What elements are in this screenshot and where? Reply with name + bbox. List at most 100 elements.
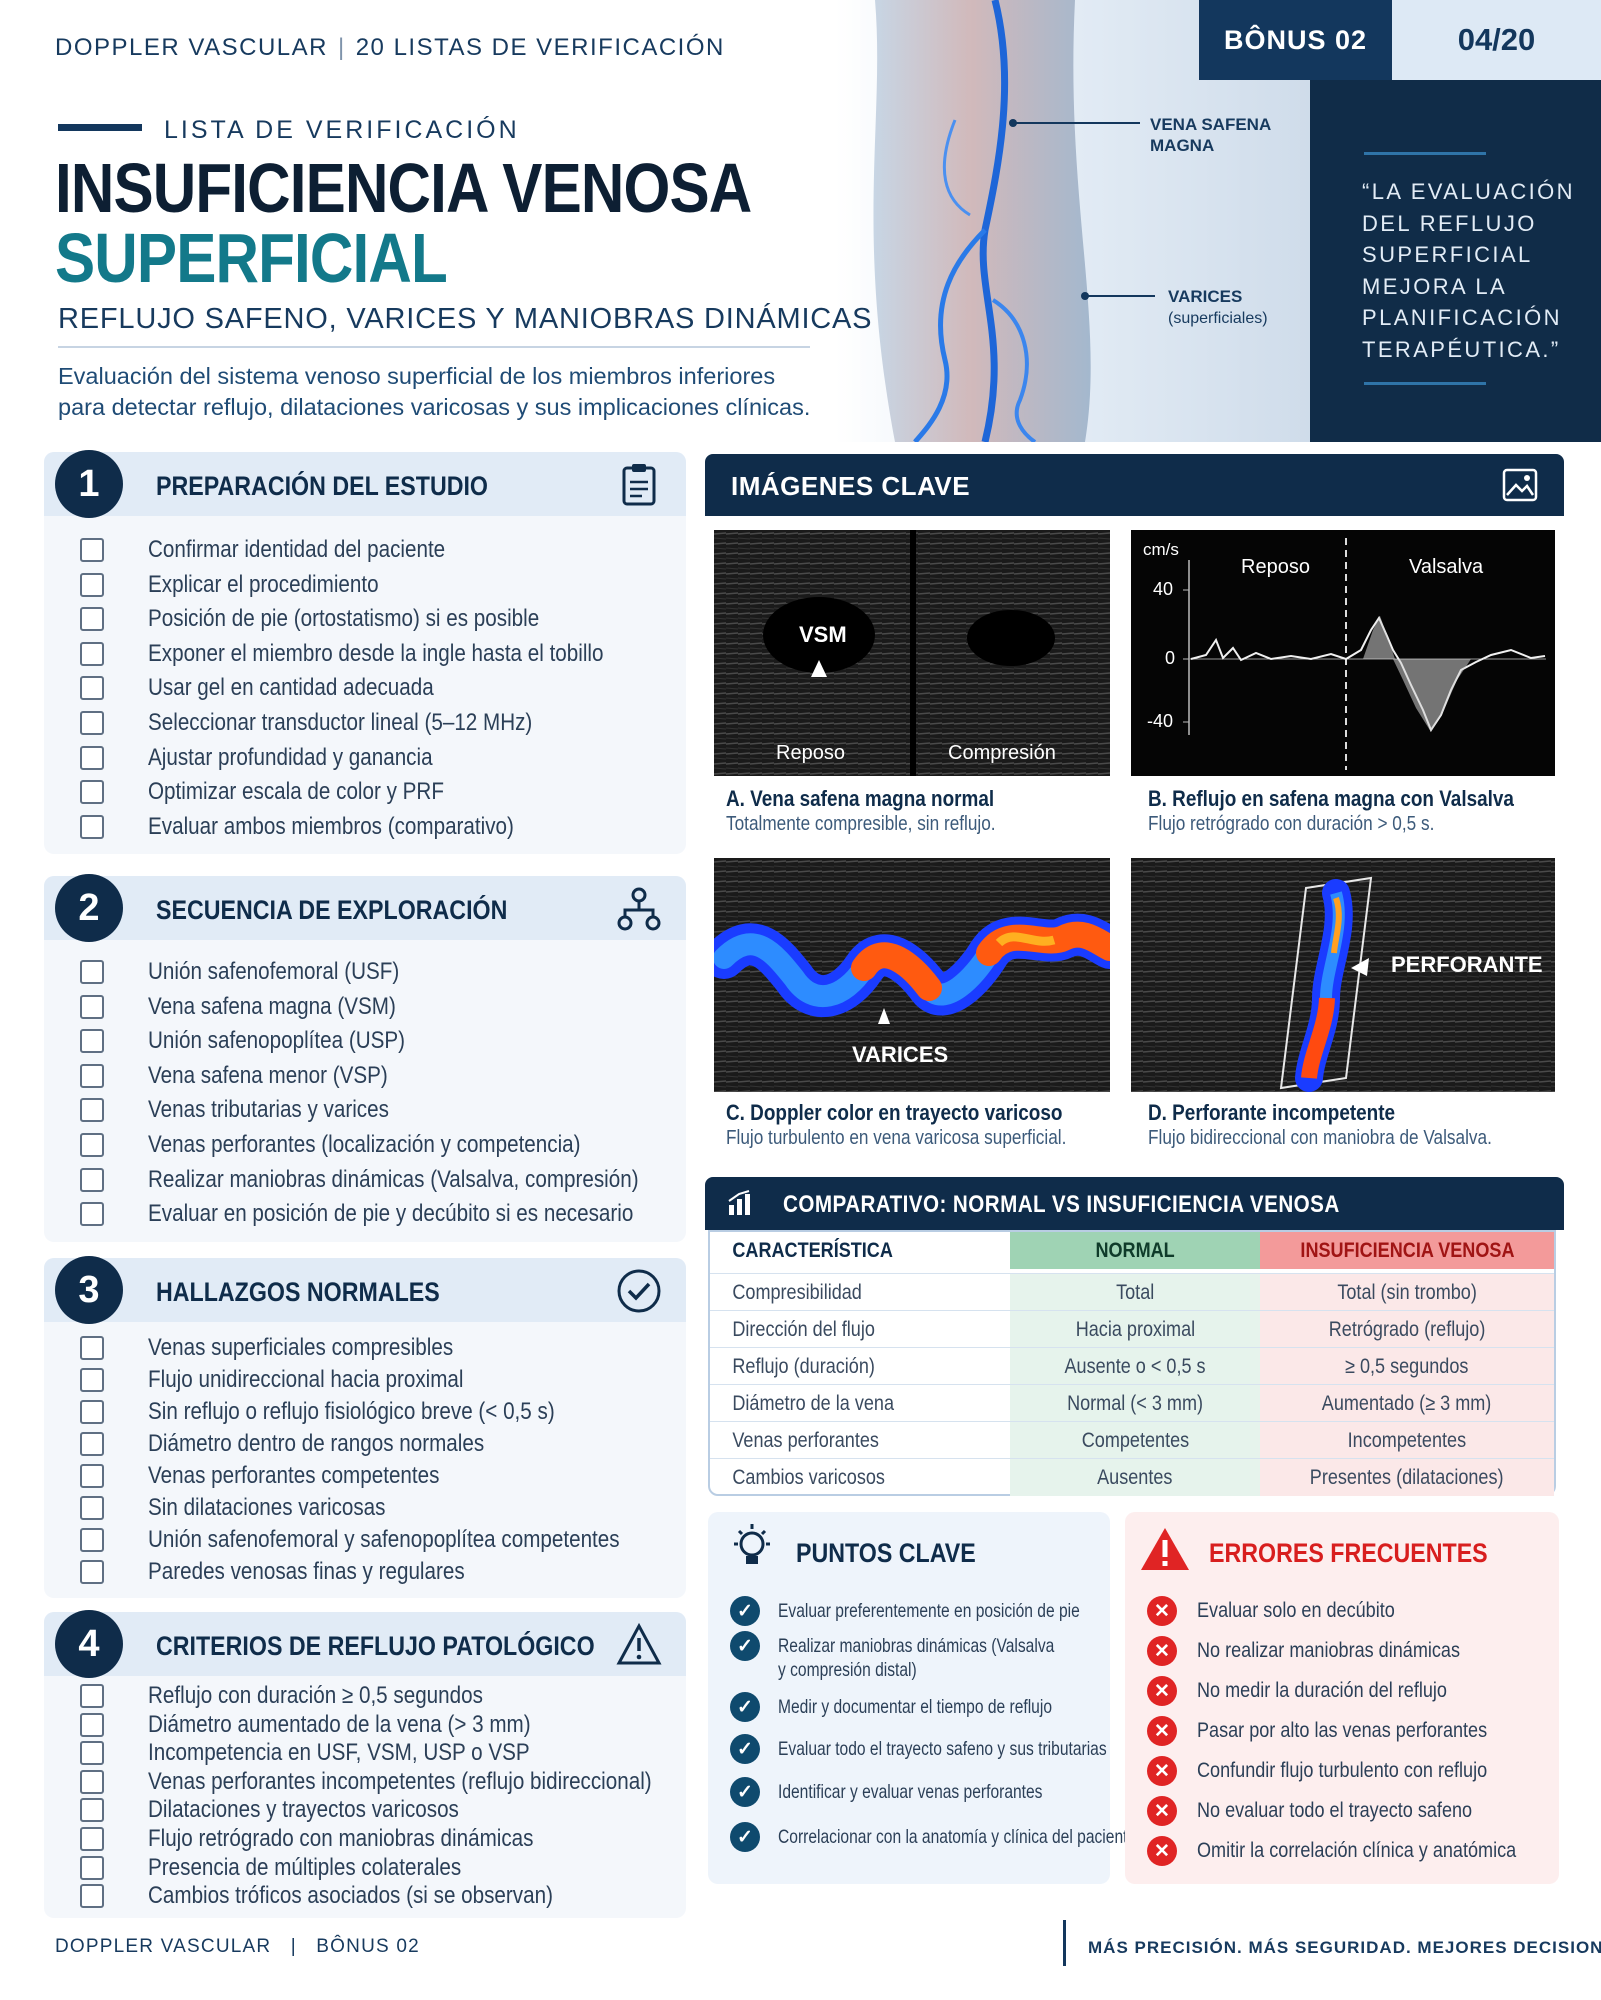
image-c-title: C. Doppler color en trayecto varicoso xyxy=(726,1100,1063,1125)
table-cell: Hacia proximal xyxy=(1010,1311,1260,1348)
checkbox[interactable] xyxy=(80,960,104,984)
checkbox[interactable] xyxy=(80,1798,104,1823)
checkbox[interactable] xyxy=(80,1432,104,1456)
checkbox[interactable] xyxy=(80,1528,104,1552)
checklist-item-label: Evaluar en posición de pie y decúbito si… xyxy=(148,1200,634,1228)
checkbox[interactable] xyxy=(80,1496,104,1520)
image-b-left-label: Reposo xyxy=(1241,556,1310,578)
checkbox[interactable] xyxy=(80,1769,104,1794)
checkbox[interactable] xyxy=(80,1029,104,1054)
checkbox[interactable] xyxy=(80,1133,104,1157)
checkbox[interactable] xyxy=(80,1827,104,1851)
checklist-item-label: Flujo unidireccional hacia proximal xyxy=(148,1366,464,1393)
table-row: Venas perforantes Competentes Incompetente… xyxy=(710,1421,1554,1459)
checkbox[interactable] xyxy=(80,676,104,701)
image-a-ultrasound: VSM Reposo Compresión xyxy=(714,530,1110,776)
image-b-caption: Flujo retrógrado con duración > 0,5 s. xyxy=(1148,813,1435,835)
error-text: Evaluar solo en decúbito xyxy=(1197,1599,1395,1622)
checkbox[interactable] xyxy=(80,1167,104,1192)
checkbox[interactable] xyxy=(80,780,104,805)
table-cell: Retrógrado (reflujo) xyxy=(1260,1311,1554,1348)
quote-text: “LA EVALUACIÓN DEL REFLUJO SUPERFICIAL M… xyxy=(1362,179,1575,362)
quote-rule-bottom xyxy=(1364,382,1486,385)
image-d-caption: Flujo bidireccional con maniobra de Vals… xyxy=(1148,1127,1492,1149)
checkbox[interactable] xyxy=(80,1202,104,1227)
error-x-icon: ✕ xyxy=(1147,1596,1177,1626)
checkbox[interactable] xyxy=(80,745,104,770)
checklist-item-label: Sin dilataciones varicosas xyxy=(148,1494,386,1521)
check-icon: ✓ xyxy=(730,1734,760,1764)
footer-right: MÁS PRECISIÓN. MÁS SEGURIDAD. MEJORES DE… xyxy=(1088,1938,1601,1957)
checklist-item-label: Unión safenofemoral y safenopoplítea com… xyxy=(148,1526,620,1553)
checklist-item-label: Dilataciones y trayectos varicosos xyxy=(148,1796,459,1824)
checkbox[interactable] xyxy=(80,641,104,666)
kicker-rule xyxy=(58,124,142,131)
checkbox[interactable] xyxy=(80,1741,104,1766)
section-number-badge: 1 xyxy=(55,450,123,518)
image-a-title: A. Vena safena magna normal xyxy=(726,786,995,811)
checkbox[interactable] xyxy=(80,1464,104,1488)
legend-vsm-line1: VENA SAFENA xyxy=(1150,115,1272,134)
key-point-text: Correlacionar con la anatomía y clínica … xyxy=(778,1826,1137,1848)
checkbox[interactable] xyxy=(80,1368,104,1392)
checkbox[interactable] xyxy=(80,1098,104,1123)
table-header-normal: NORMAL xyxy=(1095,1238,1175,1262)
images-panel-title: IMÁGENES CLAVE xyxy=(731,471,971,501)
checklist-item-label: Unión safenofemoral (USF) xyxy=(148,958,400,985)
bar-chart-icon xyxy=(728,1190,750,1215)
checklist-item-label: Explicar el procedimiento xyxy=(148,570,379,598)
error-text: Omitir la correlación clínica y anatómic… xyxy=(1197,1839,1517,1862)
table-header-cell: NORMAL xyxy=(1010,1232,1260,1269)
page-title-line1: INSUFICIENCIA VENOSA xyxy=(55,149,752,227)
checkbox[interactable] xyxy=(80,572,104,597)
checkbox[interactable] xyxy=(80,1560,104,1584)
checklist-item-label: Diámetro dentro de rangos normales xyxy=(148,1430,485,1457)
checkbox[interactable] xyxy=(80,538,104,562)
checkbox[interactable] xyxy=(80,1884,104,1909)
table-cell: Normal (< 3 mm) xyxy=(1010,1385,1260,1422)
image-c-label: VARICES xyxy=(852,1042,949,1067)
checkbox[interactable] xyxy=(80,1684,104,1708)
table-cell: Competentes xyxy=(1010,1422,1260,1459)
table-cell-normal: Hacia proximal xyxy=(1075,1317,1195,1341)
footer-divider xyxy=(1063,1920,1066,1966)
subtitle-rule xyxy=(58,346,810,348)
checkbox[interactable] xyxy=(80,1712,104,1737)
check-icon: ✓ xyxy=(730,1777,760,1807)
table-cell-normal: Ausentes xyxy=(1097,1465,1173,1489)
checkbox[interactable] xyxy=(80,814,104,839)
table-cell-insuf: Incompetentes xyxy=(1347,1428,1467,1452)
key-points-title: PUNTOS CLAVE xyxy=(796,1538,976,1568)
errors-card: ERRORES FRECUENTES ✕ Evaluar solo en decú… xyxy=(1125,1512,1559,1884)
checklist-item-label: Venas perforantes (localización y compet… xyxy=(148,1131,581,1158)
warning-red-icon xyxy=(1141,1528,1189,1570)
checkbox[interactable] xyxy=(80,607,104,632)
checkbox[interactable] xyxy=(80,1336,104,1360)
checklist-item-label: Unión safenopoplítea (USP) xyxy=(148,1027,406,1055)
legend-vsm: VENA SAFENA MAGNA xyxy=(1150,114,1271,156)
checklist-item-label: Realizar maniobras dinámicas (Valsalva, … xyxy=(148,1165,639,1193)
quote-box: “LA EVALUACIÓN DEL REFLUJO SUPERFICIAL M… xyxy=(1310,80,1601,442)
checkbox[interactable] xyxy=(80,1063,104,1088)
error-x-icon: ✕ xyxy=(1147,1636,1177,1666)
kicker: LISTA DE VERIFICACIÓN xyxy=(164,116,520,144)
series-label: 20 LISTAS DE VERIFICACIÓN xyxy=(355,34,725,61)
image-a-label: VSM xyxy=(799,622,847,647)
checklist-item-label: Venas perforantes incompetentes (reflujo… xyxy=(148,1767,652,1795)
table-cell: Venas perforantes xyxy=(732,1428,879,1452)
errors-title: ERRORES FRECUENTES xyxy=(1209,1538,1488,1568)
checkbox[interactable] xyxy=(80,1855,104,1880)
checkbox[interactable] xyxy=(80,1400,104,1424)
checkbox[interactable] xyxy=(80,711,104,735)
checkbox[interactable] xyxy=(80,994,104,1019)
image-d-perforator: PERFORANTE xyxy=(1131,858,1555,1092)
table-cell-normal: Normal (< 3 mm) xyxy=(1067,1391,1203,1415)
lightbulb-icon xyxy=(734,1524,770,1564)
